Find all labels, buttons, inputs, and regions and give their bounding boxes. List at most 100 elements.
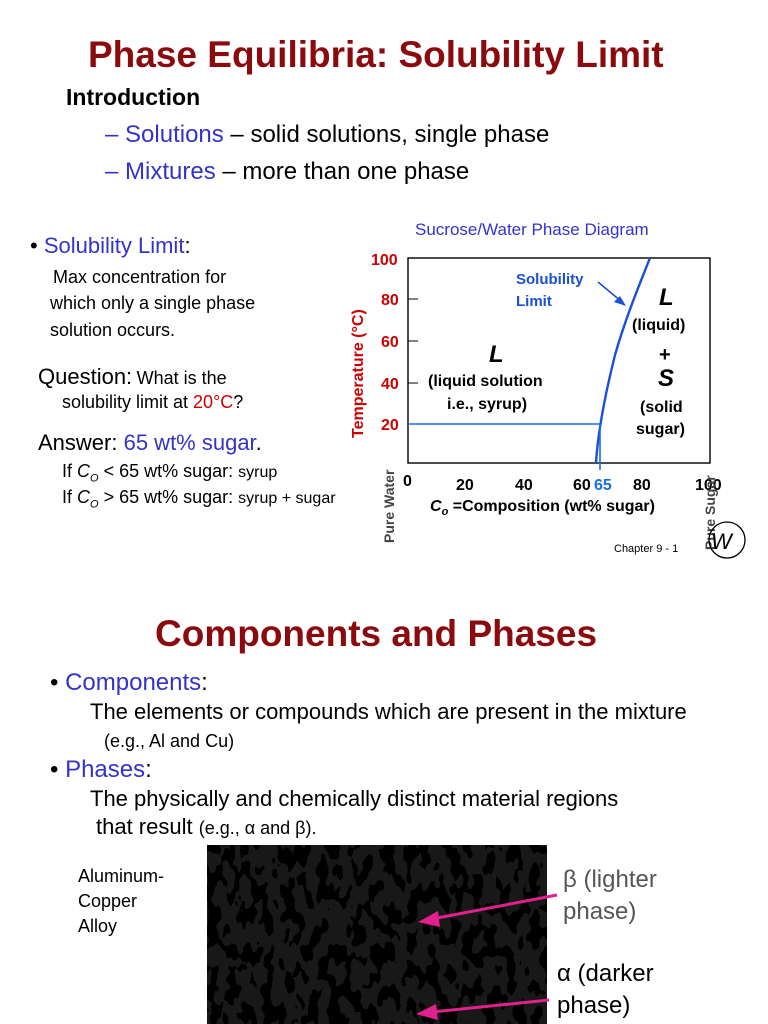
- term-phases: Phases: [65, 756, 146, 783]
- answer-dot: .: [255, 430, 262, 455]
- solutions-desc: – solid solutions, single phase: [223, 121, 550, 148]
- answer-value: 65 wt% sugar: [123, 430, 256, 455]
- beta-arrow: [431, 893, 558, 921]
- question-line-2: solubility limit at 20°C?: [62, 392, 243, 413]
- region-left-line2: i.e., syrup): [447, 396, 527, 413]
- colon: :: [201, 669, 208, 696]
- term-solubility-limit: Solubility Limit: [43, 233, 185, 258]
- question-temp: 20°C: [193, 392, 234, 412]
- region-right-desc2b: sugar): [636, 421, 685, 438]
- diagram-title: Sucrose/Water Phase Diagram: [415, 220, 649, 239]
- slide2-title: Components and Phases: [155, 613, 598, 654]
- if-result: syrup: [238, 464, 278, 481]
- y-tick-label: 80: [381, 292, 399, 309]
- beta-arrowhead: [418, 911, 440, 927]
- alloy-label-3: Alloy: [78, 916, 118, 936]
- phases-example: (e.g., α and β).: [198, 818, 317, 838]
- mixtures-desc: – more than one phase: [215, 158, 470, 185]
- region-right-symbol-s: S: [658, 365, 674, 392]
- alpha-label-2: phase): [557, 992, 631, 1019]
- solubility-arrowhead: [614, 296, 626, 306]
- var-sub: O: [90, 472, 99, 485]
- micrograph-image: [207, 845, 547, 1024]
- phases-def-2: that result (e.g., α and β).: [96, 814, 317, 840]
- y-tick-label: 40: [381, 376, 399, 393]
- components-example: (e.g., Al and Cu): [104, 731, 235, 751]
- if-op: > 65 wt% sugar:: [98, 487, 239, 507]
- pure-water-label: Pure Water: [381, 469, 397, 543]
- var-sub: O: [90, 498, 99, 511]
- bullet-solutions: – Solutions – solid solutions, single ph…: [105, 121, 549, 149]
- bullet-dash: –: [105, 121, 119, 148]
- solubility-label-2: Limit: [516, 293, 552, 310]
- sol-def-1: Max concentration for: [53, 267, 227, 287]
- question-text-2a: solubility limit at: [62, 392, 194, 412]
- if-line-1: If CO < 65 wt% sugar: syrup: [62, 461, 277, 485]
- bullet-mixtures: – Mixtures – more than one phase: [105, 158, 469, 186]
- answer-line: Answer: 65 wt% sugar.: [38, 430, 262, 456]
- x-tick-label: 40: [515, 477, 533, 494]
- publisher-logo: W: [708, 521, 746, 559]
- x-tick-label: 60: [573, 477, 591, 494]
- y-axis-label: Temperature (°C): [350, 309, 367, 438]
- y-tick-label: 60: [381, 334, 399, 351]
- term-components: Components: [65, 669, 202, 696]
- colon: :: [145, 756, 152, 783]
- term-solutions: Solutions: [125, 121, 224, 148]
- y-tick-label: 100: [371, 252, 398, 269]
- pure-sugar-label: Pure Sugar: [702, 475, 718, 550]
- beta-label-1: β (lighter: [563, 866, 657, 893]
- phases-def-1: The physically and chemically distinct m…: [90, 786, 619, 811]
- phase-diagram: Sucrose/Water Phase Diagram 20 40 60 80 …: [350, 220, 746, 559]
- alpha-arrow: [431, 998, 550, 1014]
- region-right-plus: +: [659, 344, 671, 366]
- slide1-footer: Chapter 9 - 1: [614, 543, 679, 555]
- question-text-2b: ?: [233, 392, 244, 412]
- if-result: syrup + sugar: [238, 490, 336, 507]
- bullet-dot: •: [50, 669, 59, 696]
- sol-def-2: which only a single phase: [50, 293, 256, 313]
- var-c: C: [77, 487, 91, 507]
- bullet-dash: –: [105, 158, 119, 185]
- region-right-desc2a: (solid: [640, 399, 683, 416]
- term-mixtures: Mixtures: [125, 158, 216, 185]
- x-tick-label: 80: [633, 477, 651, 494]
- phases-bullet: • Phases:: [50, 756, 152, 784]
- x-tick-mark-65: 65: [594, 477, 612, 494]
- slide1-title: Phase Equilibria: Solubility Limit: [88, 34, 664, 75]
- phases-def-2a: that result: [96, 814, 199, 839]
- solubility-curve: [594, 257, 652, 464]
- region-right-symbol-l: L: [659, 284, 674, 311]
- region-right-desc1: (liquid): [632, 317, 685, 334]
- solubility-limit-bullet: • Solubility Limit:: [30, 233, 191, 259]
- alpha-arrowhead: [416, 1004, 438, 1020]
- bullet-dot: •: [30, 233, 38, 258]
- intro-heading: Introduction: [66, 84, 201, 110]
- if-pre: If: [62, 461, 78, 481]
- region-left-symbol: L: [489, 341, 504, 368]
- question-line: Question: What is the: [38, 364, 227, 390]
- svg-text:W: W: [711, 529, 734, 554]
- question-label: Question:: [38, 364, 133, 389]
- components-bullet: • Components:: [50, 669, 208, 697]
- y-tick-label: 20: [381, 417, 399, 434]
- question-text-1: What is the: [136, 368, 227, 388]
- if-op: < 65 wt% sugar:: [98, 461, 239, 481]
- answer-label: Answer:: [38, 430, 124, 455]
- micrograph-texture: [207, 845, 547, 1024]
- var-c: C: [77, 461, 91, 481]
- x-tick-label: 100: [695, 477, 722, 494]
- alloy-label-2: Copper: [78, 891, 138, 911]
- if-line-2: If CO > 65 wt% sugar: syrup + sugar: [62, 487, 336, 511]
- plot-frame: [407, 257, 711, 464]
- x-tick-label: 20: [456, 477, 474, 494]
- beta-label-2: phase): [563, 898, 637, 925]
- region-left-line1: (liquid solution: [428, 373, 543, 390]
- colon: :: [184, 233, 191, 258]
- micrograph-shade: [207, 845, 547, 1024]
- if-pre: If: [62, 487, 78, 507]
- sol-def-3: solution occurs.: [50, 320, 176, 340]
- alpha-label-1: α (darker: [557, 960, 654, 987]
- x-tick-label: 0: [403, 473, 412, 490]
- components-def: The elements or compounds which are pres…: [90, 699, 687, 724]
